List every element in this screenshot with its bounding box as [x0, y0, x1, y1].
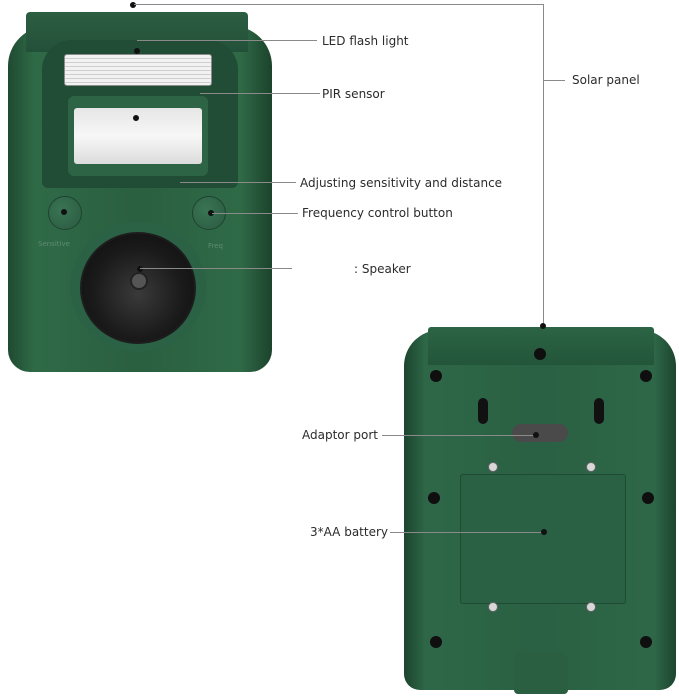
screw-icon: [430, 636, 442, 648]
label-solar-panel: Solar panel: [572, 73, 640, 87]
solar-panel-dot: [130, 2, 136, 8]
frequency-knob-label: Freq: [208, 242, 223, 250]
pir-line: [200, 93, 320, 94]
speaker-line: [140, 268, 292, 269]
sensitivity-knob-label: Sensitive: [38, 240, 70, 248]
led-flash-light: [64, 54, 212, 86]
label-led-flash-light: LED flash light: [322, 34, 409, 48]
adaptor-line: [382, 435, 536, 436]
sensitivity-dot: [61, 209, 67, 215]
battery-screw-icon: [586, 602, 596, 612]
screw-icon: [534, 348, 546, 360]
frequency-dot: [208, 210, 214, 216]
led-dot: [134, 48, 140, 54]
label-battery: 3*AA battery: [310, 525, 388, 539]
speaker-center: [130, 272, 148, 290]
keyhole-mount: [478, 398, 488, 424]
solar-panel-vertical-line: [543, 4, 544, 326]
label-adjusting-sensitivity: Adjusting sensitivity and distance: [300, 176, 503, 190]
label-pir-sensor: PIR sensor: [322, 87, 385, 101]
adjusting-line: [180, 182, 296, 183]
keyhole-mount: [594, 398, 604, 424]
ground-stake-mount: [514, 652, 568, 694]
battery-screw-icon: [488, 602, 498, 612]
solar-panel-line: [134, 4, 543, 5]
adaptor-dot: [533, 432, 539, 438]
adaptor-port: [512, 424, 568, 442]
label-adaptor-port: Adaptor port: [302, 428, 378, 442]
screw-icon: [430, 370, 442, 382]
pir-dot: [133, 115, 139, 121]
battery-cover: [460, 474, 626, 604]
battery-screw-icon: [586, 462, 596, 472]
battery-dot: [541, 529, 547, 535]
screw-icon: [428, 492, 440, 504]
label-speaker: : Speaker: [354, 262, 411, 276]
screw-icon: [640, 636, 652, 648]
screw-icon: [642, 492, 654, 504]
battery-screw-icon: [488, 462, 498, 472]
solar-panel-label-line: [543, 80, 565, 81]
led-line: [137, 40, 317, 41]
frequency-line: [212, 213, 298, 214]
battery-line: [390, 532, 542, 533]
speaker-dot: [137, 266, 143, 272]
screw-icon: [640, 370, 652, 382]
label-frequency-control: Frequency control button: [302, 206, 453, 220]
solar-panel-back-dot: [540, 323, 546, 329]
